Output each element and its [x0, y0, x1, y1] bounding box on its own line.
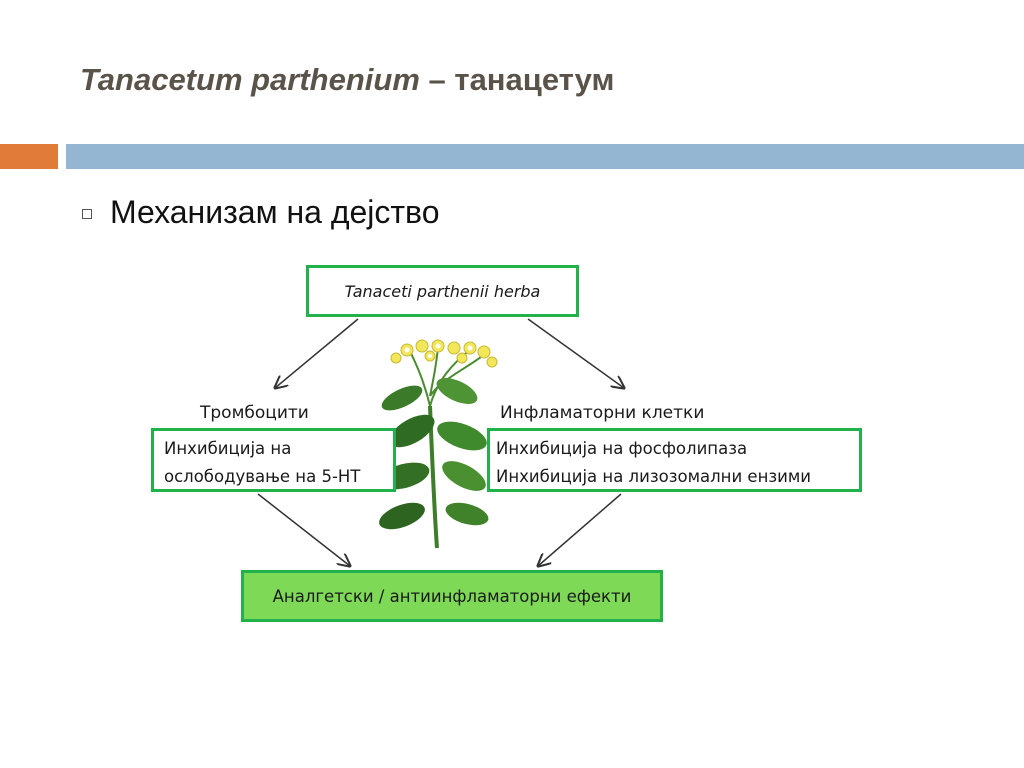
title-local-name: – танацетум: [419, 62, 615, 97]
platelet-effect-line: Инхибиција на: [164, 439, 292, 458]
accent-bar-blue: [66, 144, 1024, 169]
title-latin-name: Tanacetum parthenium: [80, 62, 420, 97]
arrow-right-to-result: [538, 493, 622, 566]
inflammatory-effect-box: Инхибиција на фосфолипаза Инхибиција на …: [487, 428, 862, 492]
platelet-effect-box: Инхибиција на ослободување на 5-HT: [151, 428, 396, 492]
accent-bar-orange: [0, 144, 58, 169]
square-bullet-icon: [82, 209, 92, 219]
arrow-source-to-left: [275, 318, 359, 388]
arrow-left-to-result: [257, 493, 350, 566]
bullet-item: Механизам на дејство: [82, 190, 439, 234]
platelet-effect-line: ослободување на 5-HT: [164, 467, 361, 486]
bullet-text: Механизам на дејство: [110, 193, 440, 230]
inflammatory-cells-label: Инфламаторни клетки: [500, 403, 705, 423]
slide-title: Tanacetum parthenium – танацетум: [80, 62, 614, 98]
source-herb-box: Tanaceti parthenii herba: [306, 265, 579, 317]
feverfew-plant-icon: [378, 339, 498, 549]
arrow-source-to-right: [527, 318, 624, 388]
result-effects-box: Аналгетски / антиинфламаторни ефекти: [241, 570, 663, 622]
platelets-label: Тромбоцити: [200, 403, 309, 423]
inflammatory-effect-line: Инхибиција на фосфолипаза: [496, 439, 748, 458]
inflammatory-effect-line: Инхибиција на лизозомални ензими: [496, 467, 812, 486]
